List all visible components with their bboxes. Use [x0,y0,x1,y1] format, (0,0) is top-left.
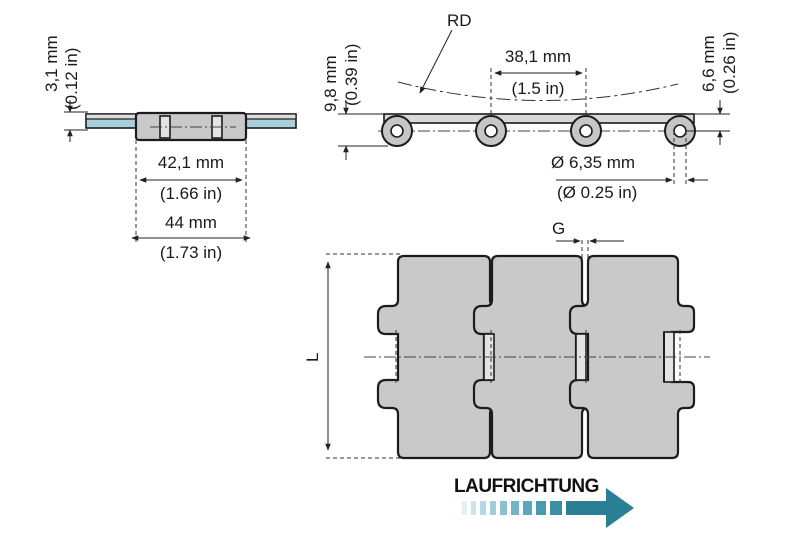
direction-label: LAUFRICHTUNG [454,476,599,497]
inner-width-mm-label: 42,1 mm [158,153,224,172]
radius-label: RD [447,11,472,30]
thickness-mm-label: 3,1 mm [42,35,61,92]
pitch-mm-label: 38,1 mm [505,47,571,66]
arrow-head [606,488,634,528]
top-mm-label: 6,6 mm [699,35,718,92]
top-in-label: (0.26 in) [720,32,739,94]
gap-label: G [552,219,565,238]
hinge-barrel [570,115,602,147]
radius-arc [397,81,679,101]
length-label: L [303,353,322,362]
height-in-label: (0.39 in) [342,44,361,106]
thickness-in-label: (0.12 in) [62,48,81,110]
inner-width-in-label: (1.66 in) [160,184,222,203]
direction-arrow: LAUFRICHTUNG [454,476,634,528]
cross-section-view: 3,1 mm (0.12 in) 42,1 mm (1.66 in) 44 mm… [42,35,297,262]
height-mm-label: 9,8 mm [321,55,340,112]
pin-in-label: (Ø 0.25 in) [557,183,637,202]
top-view: G L [303,219,710,460]
pin-mm-label: Ø 6,35 mm [551,153,635,172]
profile-plate [383,113,695,124]
pitch-in-label: (1.5 in) [512,79,565,98]
hinge-barrel [475,115,507,147]
profile-view: 9,8 mm (0.39 in) RD 38,1 mm (1.5 in) [321,11,739,202]
outer-width-mm-label: 44 mm [165,213,217,232]
outer-width-in-label: (1.73 in) [160,243,222,262]
hinge-barrel [381,115,413,147]
